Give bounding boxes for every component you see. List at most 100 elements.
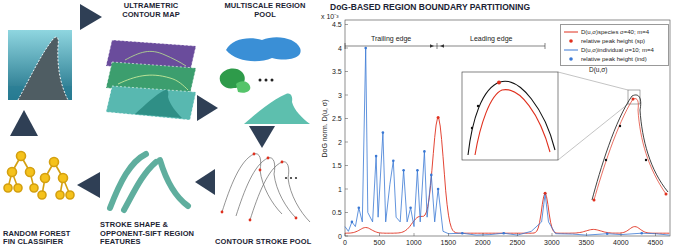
chart-title: DoG-BASED REGION BOUNDARY PARTITIONING — [330, 3, 530, 12]
peak-dot — [606, 232, 609, 235]
tick — [345, 24, 348, 25]
peak-dot — [461, 232, 464, 235]
x-tick: 1000 — [406, 239, 422, 246]
tick — [483, 233, 484, 236]
forest-trees — [4, 152, 74, 200]
individual-curve — [345, 48, 669, 235]
sample-dot — [569, 39, 573, 43]
tick — [345, 212, 348, 213]
tick — [586, 233, 587, 236]
inset — [462, 72, 628, 160]
stage-heading: STROKE SHAPE & OPPONENT-SIFT REGION FEAT… — [100, 221, 195, 247]
x-tick: 0 — [343, 239, 347, 246]
stage-node: ULTRAMETRIC CONTOUR MAP — [105, 2, 197, 126]
stage-node: MULTISCALE REGION POOL — [218, 2, 312, 126]
tick — [345, 118, 348, 119]
region-label: Leading edge — [470, 35, 512, 42]
legend-text: relative peak height (sp) — [581, 38, 645, 44]
inset-label: D(u,σ) — [589, 67, 607, 74]
x-tick: 3500 — [579, 239, 595, 246]
peak-dot — [430, 174, 433, 177]
x-tick: 1500 — [441, 239, 457, 246]
x-tick: 2500 — [510, 239, 526, 246]
stage-node: RANDOM FOREST FIN CLASSIFIER — [3, 142, 77, 247]
axis-scale: x 10⁻³ — [321, 13, 339, 20]
contour-strokes — [221, 153, 310, 222]
y-tick: 2.5 — [332, 115, 342, 122]
x-tick: 2000 — [475, 239, 491, 246]
legend-row: relative peak height (ind) — [564, 54, 665, 63]
flow-arrow — [195, 169, 215, 195]
x-tick: 4000 — [613, 239, 629, 246]
flow-arrow — [197, 95, 218, 121]
y-tick: 1.5 — [332, 162, 342, 169]
stage-heading: CONTOUR STROKE POOL — [215, 238, 315, 247]
legend-row: relative peak height (sp) — [564, 36, 665, 45]
tick — [345, 233, 346, 236]
x-tick: 4500 — [648, 239, 664, 246]
stage-heading: ULTRAMETRIC CONTOUR MAP — [105, 2, 197, 19]
tick — [345, 165, 348, 166]
legend-sample — [564, 28, 578, 36]
flow-arrow — [80, 4, 102, 30]
sample-dot — [569, 57, 573, 61]
region-label: Trailing edge — [371, 35, 411, 42]
edge-span — [345, 43, 545, 49]
tick — [414, 233, 415, 236]
axis-title: DoG norm. D(u, σ) — [321, 99, 328, 157]
peak-dot — [502, 232, 505, 235]
region-blobs — [220, 37, 310, 124]
tick — [345, 236, 348, 237]
tick — [345, 95, 348, 96]
peak-dot — [392, 160, 395, 163]
legend-sample — [564, 46, 578, 54]
peak-dot — [416, 169, 419, 172]
sample-line — [564, 31, 578, 32]
chart — [345, 20, 670, 236]
tick — [345, 48, 348, 49]
tick — [379, 233, 380, 236]
y-tick: 4.5 — [332, 21, 342, 28]
flow-arrow — [249, 126, 275, 148]
stage-node: STROKE SHAPE & OPPONENT-SIFT REGION FEAT… — [100, 148, 195, 247]
peak-dot — [437, 116, 440, 119]
legend-text: relative peak height (ind) — [581, 56, 647, 62]
y-tick: 4 — [338, 45, 342, 52]
y-tick: 3 — [338, 92, 342, 99]
legend-row: D(u,σ)species σ=40; m=4 — [564, 27, 665, 36]
shark-photo — [8, 30, 72, 100]
tick — [621, 233, 622, 236]
y-tick: 2 — [338, 139, 342, 146]
stage-heading: MULTISCALE REGION POOL — [218, 2, 312, 19]
legend-text: D(u,σ)individual σ=10; m=4 — [581, 47, 654, 53]
x-tick: 500 — [374, 239, 386, 246]
peak-dot — [640, 232, 643, 235]
tick — [345, 71, 348, 72]
tick — [448, 233, 449, 236]
peak-dot — [382, 131, 385, 134]
peak-dot — [544, 192, 547, 195]
legend-text: D(u,σ)species σ=40; m=4 — [581, 29, 649, 35]
tick — [655, 233, 656, 236]
peak-dot — [402, 169, 405, 172]
peak-dot — [358, 207, 361, 210]
peak-dot — [544, 192, 547, 195]
peak-dot — [423, 150, 426, 153]
legend-sample — [564, 37, 578, 45]
y-tick: 0.5 — [332, 209, 342, 216]
y-tick: 0 — [338, 233, 342, 240]
peak-dot — [409, 207, 412, 210]
stage-heading: RANDOM FOREST FIN CLASSIFIER — [3, 230, 77, 247]
peak-dot — [437, 188, 440, 191]
fin-contour — [592, 90, 668, 202]
legend-sample — [564, 55, 578, 63]
tick — [517, 233, 518, 236]
tick — [552, 233, 553, 236]
x-tick: 3000 — [544, 239, 560, 246]
peak-dot — [364, 47, 367, 50]
tick — [345, 142, 348, 143]
contour-layers — [106, 40, 196, 120]
sample-line — [564, 49, 578, 50]
tick — [345, 189, 348, 190]
